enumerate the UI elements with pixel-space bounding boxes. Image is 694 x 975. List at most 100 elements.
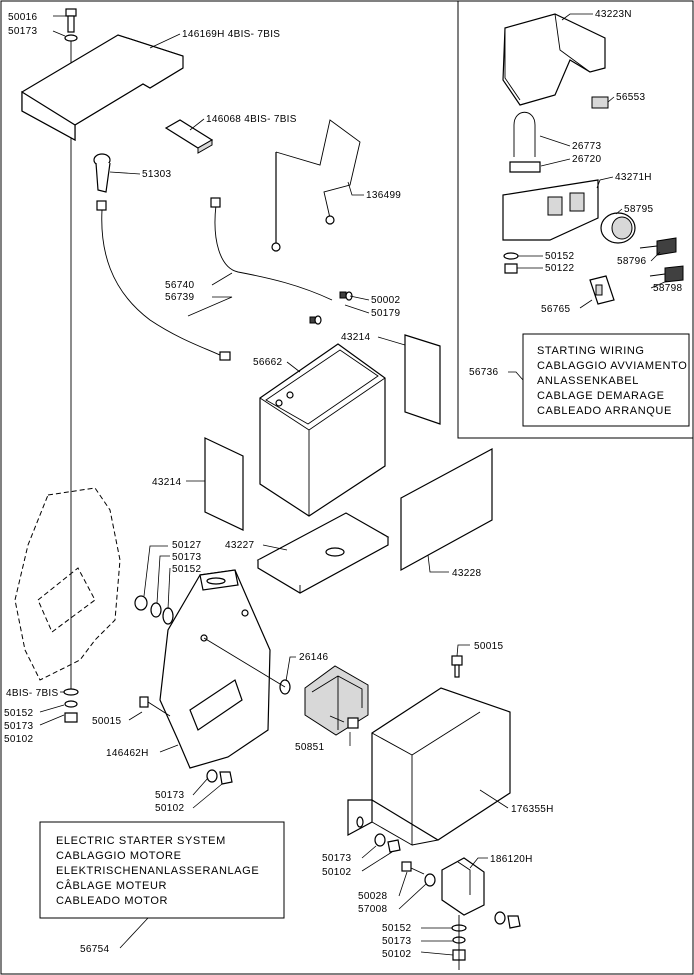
callout-43223N: 43223N [595, 9, 632, 20]
nut-50102-lower [219, 771, 233, 785]
starting-wiring-line-3: ANLASSENKABEL [537, 375, 639, 387]
callout-146068: 146068 4BIS- 7BIS [206, 114, 297, 125]
callout-50152-bottom: 50152 [382, 923, 411, 934]
callout-50102-bottom: 50102 [382, 949, 411, 960]
electric-starter-line-5: CABLEADO MOTOR [56, 895, 168, 907]
hold-down-rod-136499 [271, 119, 361, 252]
pad-43214-left [204, 437, 244, 531]
bolt-50015-right [451, 655, 463, 678]
callout-26146: 26146 [299, 652, 328, 663]
electric-starter-line-4: CÂBLAGE MOTEUR [56, 879, 167, 892]
battery-cover-146169H [21, 34, 184, 142]
callout-56754: 56754 [80, 944, 109, 955]
bolt-50016 [65, 8, 77, 33]
callout-146169H: 146169H 4BIS- 7BIS [182, 29, 280, 40]
callout-50851: 50851 [295, 742, 324, 753]
washer-186120H-side [494, 911, 506, 925]
key-58798 [649, 265, 684, 283]
washer-50173-mid [150, 602, 162, 618]
electric-starter-line-3: ELEKTRISCHENANLASSERANLAGE [56, 865, 259, 877]
callout-136499: 136499 [366, 190, 401, 201]
callout-50179: 50179 [371, 308, 400, 319]
callout-58798: 58798 [653, 283, 682, 294]
callout-50173-lower: 50173 [155, 790, 184, 801]
strap-146068 [164, 119, 214, 154]
callout-43214-right: 43214 [341, 332, 370, 343]
starting-wiring-line-5: CABLEADO ARRANQUE [537, 405, 672, 417]
starting-wiring-line-4: CABLAGE DEMARAGE [537, 390, 665, 402]
callout-176355H: 176355H [511, 804, 554, 815]
callout-56553: 56553 [616, 92, 645, 103]
callout-58796: 58796 [617, 256, 646, 267]
electric-starter-line-1: ELECTRIC STARTER SYSTEM [56, 835, 226, 847]
phantom-mounting-plate [14, 487, 121, 681]
battery-tray-176355H [347, 687, 511, 846]
callout-43214-left: 43214 [152, 477, 181, 488]
key-58796 [639, 237, 677, 256]
callout-50173-tray: 50173 [322, 853, 351, 864]
callout-146462H: 146462H [106, 748, 149, 759]
battery-56662 [259, 343, 386, 517]
electric-starter-line-2: CABLAGGIO MOTORE [56, 850, 182, 862]
switch-56765 [589, 275, 615, 305]
callout-50102-tray: 50102 [322, 867, 351, 878]
nut-50102-left [64, 712, 78, 723]
starting-wiring-line-1: STARTING WIRING [537, 345, 645, 357]
clip-26720 [509, 161, 541, 173]
starting-wiring-line-2: CABLAGGIO AVVIAMENTO [537, 360, 687, 372]
plug-56553 [591, 96, 609, 109]
mounting-bracket-146462H [159, 569, 271, 769]
callout-50015-right: 50015 [474, 641, 503, 652]
bolt-axis-line [203, 637, 286, 688]
callout-50102-lower: 50102 [155, 803, 184, 814]
callout-50152-inset: 50152 [545, 251, 574, 262]
callout-56739: 56739 [165, 292, 194, 303]
base-plate-43227 [256, 512, 390, 594]
pad-43214-right [404, 334, 441, 425]
nut-186120H-side [507, 915, 521, 929]
callout-57008: 57008 [358, 904, 387, 915]
callout-43227: 43227 [225, 540, 254, 551]
screw-50028 [401, 861, 425, 875]
nut-50002 [309, 291, 353, 325]
washer-50173-left [64, 700, 78, 708]
leader-lines [39, 13, 668, 956]
callout-labels: 50016 50173 146169H 4BIS- 7BIS 146068 4B… [4, 9, 682, 960]
callout-50173-left: 50173 [4, 721, 33, 732]
callout-186120H: 186120H [490, 854, 533, 865]
callout-50152-mid: 50152 [172, 564, 201, 575]
electric-starter-box [39, 821, 285, 919]
callout-56740: 56740 [165, 280, 194, 291]
washer-50152-mid [162, 607, 174, 625]
callout-43271H: 43271H [615, 172, 652, 183]
callout-50122-inset: 50122 [545, 263, 574, 274]
switch-bracket-43271H [502, 179, 599, 241]
washer-50152-left [63, 688, 79, 696]
phantom-plate-cutout [37, 567, 96, 633]
callout-50002: 50002 [371, 295, 400, 306]
callout-50016: 50016 [8, 12, 37, 23]
bracket-186120H [441, 857, 485, 916]
washer-50173-top [64, 34, 78, 42]
callout-50173-mid: 50173 [172, 552, 201, 563]
washer-50173-tray [374, 833, 386, 847]
pad-43228 [400, 447, 493, 572]
callout-50102-left: 50102 [4, 734, 33, 745]
bolt-50127 [134, 595, 148, 611]
battery-cable-56739 [96, 200, 231, 361]
terminal-boot-51303 [93, 153, 111, 193]
ignition-cover-43223N [502, 13, 606, 106]
callout-56662: 56662 [253, 357, 282, 368]
nut-50102-tray [387, 839, 401, 853]
nut-50122-inset [504, 263, 518, 274]
battery-cable-56740 [210, 197, 333, 301]
callout-50173-top: 50173 [8, 26, 37, 37]
callout-50015-left: 50015 [92, 716, 121, 727]
callout-43228: 43228 [452, 568, 481, 579]
ignition-switch-58795 [600, 212, 636, 244]
callout-56765: 56765 [541, 304, 570, 315]
u-clip-26773 [513, 111, 536, 157]
